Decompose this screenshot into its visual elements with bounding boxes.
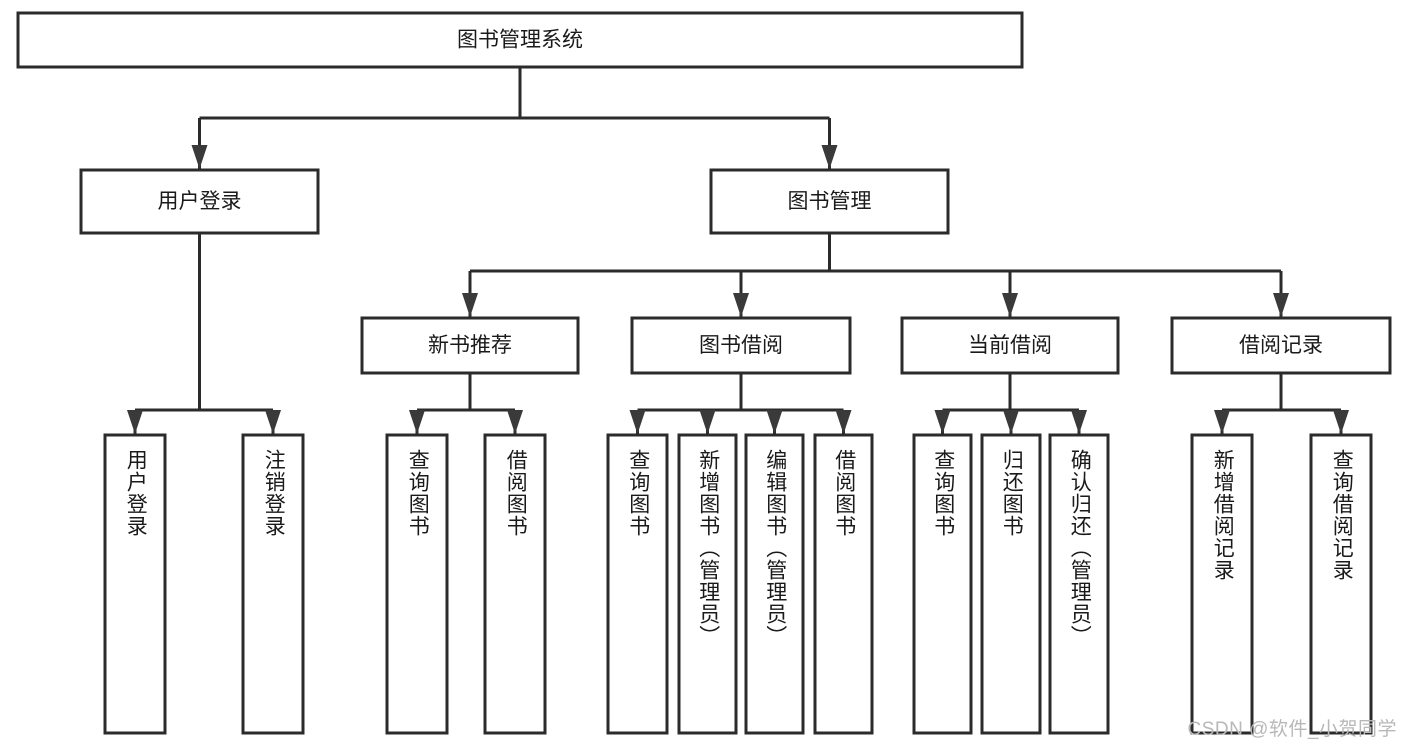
arrow-head-icon <box>1214 410 1230 434</box>
node-book-borrow[interactable] <box>630 316 852 375</box>
node-leaf-confirm-return[interactable] <box>1048 433 1110 735</box>
arrow-head-icon <box>934 410 951 434</box>
node-book-management-label: 图书管理 <box>788 190 872 213</box>
arrow-head-icon <box>409 410 425 434</box>
node-book-borrow-label: 图书借阅 <box>699 334 783 357</box>
arrow-head-icon <box>733 293 749 317</box>
node-leaf-query-book-2[interactable] <box>606 433 669 735</box>
arrow-head-icon <box>1002 293 1018 317</box>
node-borrow-record[interactable] <box>1170 316 1392 375</box>
node-leaf-edit-book[interactable] <box>744 433 805 735</box>
node-leaf-logout[interactable] <box>241 433 305 735</box>
arrow-head-icon <box>507 410 523 434</box>
node-leaf-borrow-book-1[interactable] <box>483 433 547 735</box>
arrow-head-icon <box>127 410 143 434</box>
arrow-head-icon <box>1333 410 1349 434</box>
node-new-book-recommend[interactable] <box>360 316 580 375</box>
arrow-head-icon <box>821 145 838 169</box>
node-title-box <box>16 11 1024 69</box>
node-leaf-query-book-1[interactable] <box>385 433 449 735</box>
arrow-head-icon <box>191 145 208 169</box>
node-leaf-add-record[interactable] <box>1190 433 1254 735</box>
node-borrow-record-label: 借阅记录 <box>1239 334 1323 357</box>
node-user-login-label: 用户登录 <box>158 190 242 213</box>
node-user-login[interactable] <box>79 168 320 235</box>
arrow-head-icon <box>265 410 281 434</box>
boxes-layer <box>16 11 1392 735</box>
node-leaf-add-book[interactable] <box>677 433 738 735</box>
connectors-layer <box>127 67 1349 434</box>
node-book-management[interactable] <box>709 168 950 235</box>
arrow-head-icon <box>766 410 783 434</box>
arrow-head-icon <box>462 293 478 317</box>
node-current-borrow[interactable] <box>900 316 1120 375</box>
arrow-head-icon <box>1273 293 1289 317</box>
node-title-label: 图书管理系统 <box>457 29 583 52</box>
node-current-borrow-label: 当前借阅 <box>968 334 1052 357</box>
arrow-head-icon <box>1071 410 1087 434</box>
node-leaf-user-login[interactable] <box>103 433 167 735</box>
node-leaf-borrow-book-2[interactable] <box>813 433 874 735</box>
arrow-head-icon <box>629 410 646 434</box>
node-new-book-recommend-label: 新书推荐 <box>428 334 512 357</box>
node-leaf-query-record[interactable] <box>1309 433 1373 735</box>
arrow-head-icon <box>835 410 852 434</box>
arrow-head-icon <box>1003 410 1019 434</box>
watermark-text: CSDN @软件_小贺同学 <box>1187 719 1397 740</box>
node-leaf-query-book-3[interactable] <box>912 433 973 735</box>
node-leaf-return-book[interactable] <box>980 433 1042 735</box>
arrow-head-icon <box>699 410 716 434</box>
